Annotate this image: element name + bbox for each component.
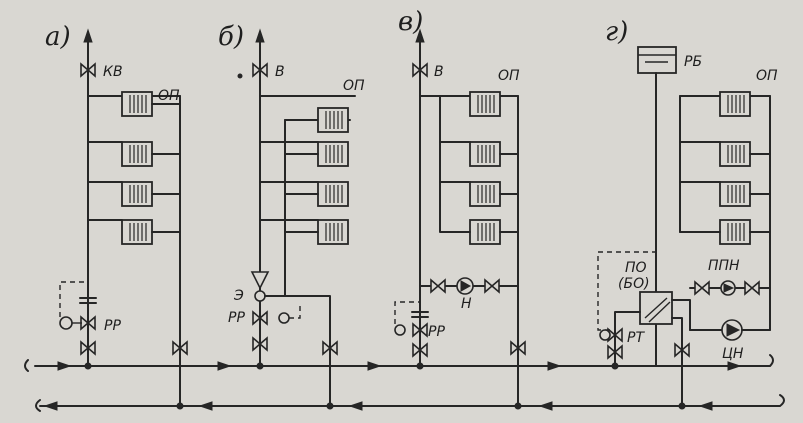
scheme-b-ejector-label: Э <box>233 288 244 304</box>
scheme-a-regulator-label: РР <box>104 318 121 334</box>
scheme-b-regulator-label: РР <box>228 310 245 326</box>
scheme-g-makeup-pump-label: ППН <box>708 258 740 274</box>
scheme-g-circulation-pump-label: ЦН <box>722 346 744 362</box>
scheme-v-regulator-label: РР <box>428 324 445 340</box>
scheme-b-vent-label: В <box>275 64 285 80</box>
radiator-group-b <box>259 107 349 245</box>
scheme-v-vent-label: В <box>434 64 444 80</box>
scheme-a-radiators-label: ОП <box>158 88 180 104</box>
scheme-g-hx-label-1: ПО <box>625 260 647 276</box>
expansion-tank <box>637 46 677 74</box>
scheme-a: а) КВ ОП РР <box>45 22 188 410</box>
radiator-group-g <box>679 91 771 245</box>
scheme-g-temp-regulator-label: РТ <box>627 330 645 346</box>
scheme-v-pump-label: Н <box>461 296 472 312</box>
scheme-g-hx-label-2: (БО) <box>618 276 650 292</box>
scheme-b-radiators-label: ОП <box>343 78 365 94</box>
supply-main-line <box>24 354 774 372</box>
scheme-g: г) РБ ОП ПО (БО) РТ <box>597 17 778 410</box>
radiator-group-v <box>439 91 519 245</box>
scheme-v-radiators-label: ОП <box>498 68 520 84</box>
scheme-b: б) В ОП Э РР <box>218 22 365 410</box>
return-main-line <box>35 394 785 412</box>
scheme-v: в) В ОП Н РР <box>394 7 526 410</box>
scheme-b-letter: б) <box>218 22 244 52</box>
scheme-a-vent-label: КВ <box>103 64 123 80</box>
scheme-a-letter: а) <box>45 22 71 52</box>
scheme-g-tank-label: РБ <box>684 54 702 70</box>
scheme-g-letter: г) <box>605 17 628 47</box>
radiator-group-a <box>87 91 181 245</box>
scheme-g-radiators-label: ОП <box>756 68 778 84</box>
